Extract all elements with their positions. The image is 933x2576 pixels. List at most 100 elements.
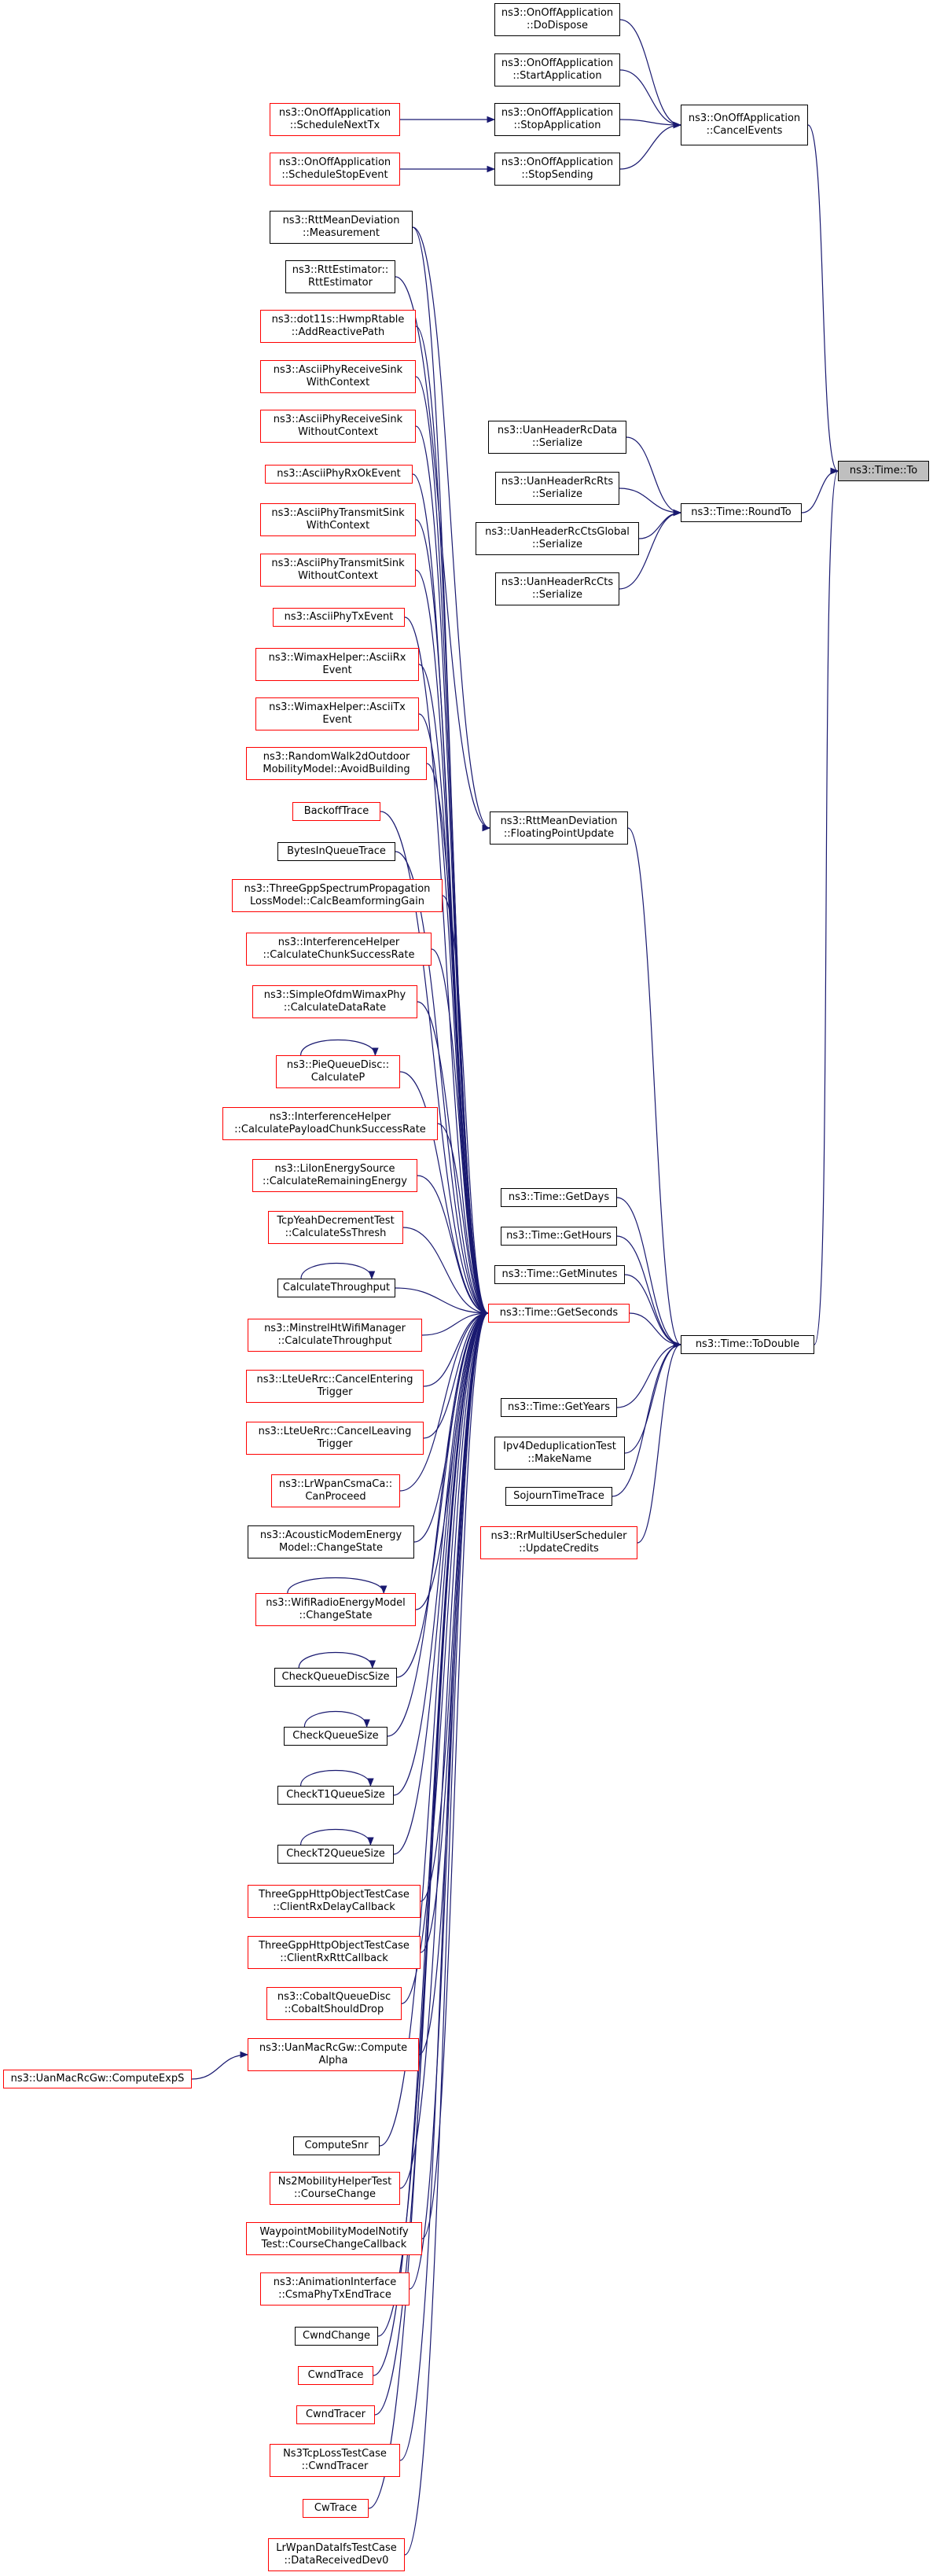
node-ascii-tx-with[interactable]: ns3::AsciiPhyTransmitSink WithContext: [260, 503, 416, 536]
edge-backoff-trace-to-get-seconds: [380, 811, 490, 1317]
node-check-qdisc-size[interactable]: CheckQueueDiscSize: [274, 1668, 397, 1687]
node-compute-exp-s[interactable]: ns3::UanMacRcGw::ComputeExpS: [3, 2070, 192, 2088]
node-cw-trace[interactable]: CwTrace: [303, 2499, 369, 2518]
node-tcp-loss-cwnd-tracer[interactable]: Ns3TcpLossTestCase ::CwndTracer: [270, 2444, 400, 2477]
node-wimax-ascii-rx[interactable]: ns3::WimaxHelper::AsciiRx Event: [255, 648, 419, 681]
edge-cancel-leaving-to-get-seconds: [423, 1309, 490, 1439]
node-uan-rc-data[interactable]: ns3::UanHeaderRcData ::Serialize: [488, 421, 626, 454]
edge-cw-trace-to-get-seconds: [368, 1309, 490, 2509]
node-cwnd-tracer[interactable]: CwndTracer: [296, 2405, 375, 2424]
node-schedule-stop-event[interactable]: ns3::OnOffApplication ::ScheduleStopEven…: [270, 153, 400, 186]
node-cwnd-trace[interactable]: CwndTrace: [298, 2366, 373, 2385]
node-get-days[interactable]: ns3::Time::GetDays: [501, 1188, 617, 1207]
node-do-dispose[interactable]: ns3::OnOffApplication ::DoDispose: [494, 3, 620, 36]
node-calc-ss-thresh[interactable]: TcpYeahDecrementTest ::CalculateSsThresh: [268, 1211, 403, 1244]
node-add-reactive-path[interactable]: ns3::dot11s::HwmpRtable ::AddReactivePat…: [260, 310, 416, 343]
node-wifi-change-state[interactable]: ns3::WifiRadioEnergyModel ::ChangeState: [255, 1593, 416, 1626]
node-rtt-estimator[interactable]: ns3::RttEstimator:: RttEstimator: [285, 260, 395, 293]
node-uan-rc-cts[interactable]: ns3::UanHeaderRcCts ::Serialize: [495, 572, 619, 605]
node-client-rx-delay[interactable]: ThreeGppHttpObjectTestCase ::ClientRxDel…: [248, 1885, 421, 1918]
node-client-rx-rtt[interactable]: ThreeGppHttpObjectTestCase ::ClientRxRtt…: [248, 1936, 421, 1969]
node-get-minutes[interactable]: ns3::Time::GetMinutes: [494, 1265, 625, 1284]
edge-get-years-to-to-double: [616, 1341, 682, 1408]
node-floating-point-update[interactable]: ns3::RttMeanDeviation ::FloatingPointUpd…: [490, 811, 628, 845]
edge-check-qdisc-size-to-check-qdisc-size: [298, 1652, 377, 1669]
edge-can-proceed-to-get-seconds: [399, 1309, 490, 1492]
node-calc-data-rate[interactable]: ns3::SimpleOfdmWimaxPhy ::CalculateDataR…: [252, 985, 417, 1018]
edge-check-queue-size-to-get-seconds: [387, 1309, 490, 1737]
edge-check-queue-size-to-check-queue-size: [303, 1710, 370, 1728]
node-to-double[interactable]: ns3::Time::ToDouble: [681, 1335, 814, 1354]
edge-sojourn-time-trace-to-to-double: [612, 1341, 682, 1497]
edge-csma-phy-tx-end-to-get-seconds: [409, 1309, 490, 2290]
edge-check-t2-to-check-t2: [300, 1828, 374, 1846]
node-round-to[interactable]: ns3::Time::RoundTo: [681, 503, 802, 522]
node-rtt-measurement[interactable]: ns3::RttMeanDeviation ::Measurement: [270, 211, 413, 244]
node-uan-rc-cts-global[interactable]: ns3::UanHeaderRcCtsGlobal ::Serialize: [476, 522, 639, 555]
node-calc-payload-chunk[interactable]: ns3::InterferenceHelper ::CalculatePaylo…: [222, 1107, 438, 1140]
edge-calc-beamforming-to-get-seconds: [442, 895, 490, 1317]
node-start-app[interactable]: ns3::OnOffApplication ::StartApplication: [494, 53, 620, 86]
node-backoff-trace[interactable]: BackoffTrace: [292, 802, 380, 821]
node-cobalt-should-drop[interactable]: ns3::CobaltQueueDisc ::CobaltShouldDrop: [266, 1987, 402, 2020]
node-cancel-leaving[interactable]: ns3::LteUeRrc::CancelLeaving Trigger: [246, 1422, 424, 1455]
node-ascii-rx-with[interactable]: ns3::AsciiPhyReceiveSink WithContext: [260, 360, 416, 393]
node-ascii-tx-event[interactable]: ns3::AsciiPhyTxEvent: [273, 608, 405, 627]
node-sojourn-time-trace[interactable]: SojournTimeTrace: [505, 1487, 612, 1506]
node-compute-snr[interactable]: ComputeSnr: [293, 2136, 380, 2155]
edge-wimax-ascii-rx-to-get-seconds: [418, 664, 490, 1317]
node-ascii-tx-without[interactable]: ns3::AsciiPhyTransmitSink WithoutContext: [260, 554, 416, 587]
node-cancel-entering[interactable]: ns3::LteUeRrc::CancelEntering Trigger: [246, 1370, 424, 1403]
node-stop-app[interactable]: ns3::OnOffApplication ::StopApplication: [494, 103, 620, 136]
node-calc-chunk[interactable]: ns3::InterferenceHelper ::CalculateChunk…: [246, 933, 432, 966]
node-ns2-course-change[interactable]: Ns2MobilityHelperTest ::CourseChange: [270, 2172, 400, 2205]
node-pie-calc-p[interactable]: ns3::PieQueueDisc:: CalculateP: [276, 1055, 400, 1088]
node-compute-alpha[interactable]: ns3::UanMacRcGw::Compute Alpha: [248, 2038, 419, 2071]
node-cwnd-change[interactable]: CwndChange: [295, 2327, 378, 2346]
node-calc-remaining-energy[interactable]: ns3::LiIonEnergySource ::CalculateRemain…: [252, 1159, 417, 1192]
node-waypoint-course-change[interactable]: WaypointMobilityModelNotify Test::Course…: [246, 2222, 422, 2255]
node-cancel-events[interactable]: ns3::OnOffApplication ::CancelEvents: [681, 105, 808, 145]
edge-uan-rc-cts-to-round-to: [619, 509, 682, 590]
node-uan-rc-rts[interactable]: ns3::UanHeaderRcRts ::Serialize: [495, 472, 619, 505]
edge-get-days-to-to-double: [616, 1197, 682, 1349]
node-calc-beamforming[interactable]: ns3::ThreeGppSpectrumPropagation LossMod…: [232, 879, 443, 912]
edge-calc-ss-thresh-to-get-seconds: [402, 1227, 490, 1317]
node-check-queue-size[interactable]: CheckQueueSize: [284, 1727, 388, 1746]
node-get-hours[interactable]: ns3::Time::GetHours: [501, 1227, 617, 1246]
node-check-t1[interactable]: CheckT1QueueSize: [277, 1786, 394, 1805]
node-ascii-rx-without[interactable]: ns3::AsciiPhyReceiveSink WithoutContext: [260, 410, 416, 443]
edge-calc-remaining-energy-to-get-seconds: [417, 1175, 490, 1317]
node-rr-update-credits[interactable]: ns3::RrMultiUserScheduler ::UpdateCredit…: [480, 1526, 637, 1559]
edge-do-dispose-to-cancel-events: [619, 19, 682, 129]
edge-calc-chunk-to-get-seconds: [431, 948, 490, 1317]
node-wimax-ascii-tx[interactable]: ns3::WimaxHelper::AsciiTx Event: [255, 697, 419, 730]
edge-calc-data-rate-to-get-seconds: [417, 1001, 490, 1317]
node-data-received-dev0[interactable]: LrWpanDataIfsTestCase ::DataReceivedDev0: [268, 2538, 405, 2571]
edge-ascii-tx-event-to-get-seconds: [404, 616, 490, 1317]
edges-layer: [191, 19, 839, 2556]
edge-calc-payload-chunk-to-get-seconds: [437, 1123, 490, 1317]
node-acoustic-change-state[interactable]: ns3::AcousticModemEnergy Model::ChangeSt…: [248, 1525, 414, 1558]
node-schedule-next-tx[interactable]: ns3::OnOffApplication ::ScheduleNextTx: [270, 103, 400, 136]
node-check-t2[interactable]: CheckT2QueueSize: [277, 1845, 394, 1864]
edge-stop-app-to-cancel-events: [619, 119, 682, 129]
node-to[interactable]: ns3::Time::To: [838, 461, 929, 481]
node-csma-phy-tx-end[interactable]: ns3::AnimationInterface ::CsmaPhyTxEndTr…: [260, 2272, 410, 2306]
node-minstrel-calc-throughput[interactable]: ns3::MinstrelHtWifiManager ::CalculateTh…: [248, 1319, 422, 1352]
node-bytes-in-queue[interactable]: BytesInQueueTrace: [277, 842, 395, 861]
node-stop-sending[interactable]: ns3::OnOffApplication ::StopSending: [494, 153, 620, 186]
edge-cancel-events-to-to: [807, 124, 839, 475]
edge-ascii-rx-without-to-get-seconds: [415, 425, 490, 1317]
node-get-years[interactable]: ns3::Time::GetYears: [501, 1398, 617, 1417]
node-avoid-building[interactable]: ns3::RandomWalk2dOutdoor MobilityModel::…: [246, 747, 427, 780]
node-get-seconds[interactable]: ns3::Time::GetSeconds: [488, 1304, 630, 1323]
node-ipv4-dedup-make-name[interactable]: Ipv4DeduplicationTest ::MakeName: [494, 1437, 625, 1470]
node-calc-throughput[interactable]: CalculateThroughput: [277, 1279, 395, 1297]
node-ascii-rx-ok[interactable]: ns3::AsciiPhyRxOkEvent: [265, 465, 413, 484]
edge-uan-rc-data-to-round-to: [626, 436, 682, 517]
edge-pie-calc-p-to-get-seconds: [399, 1071, 490, 1317]
node-can-proceed[interactable]: ns3::LrWpanCsmaCa:: CanProceed: [271, 1474, 400, 1507]
